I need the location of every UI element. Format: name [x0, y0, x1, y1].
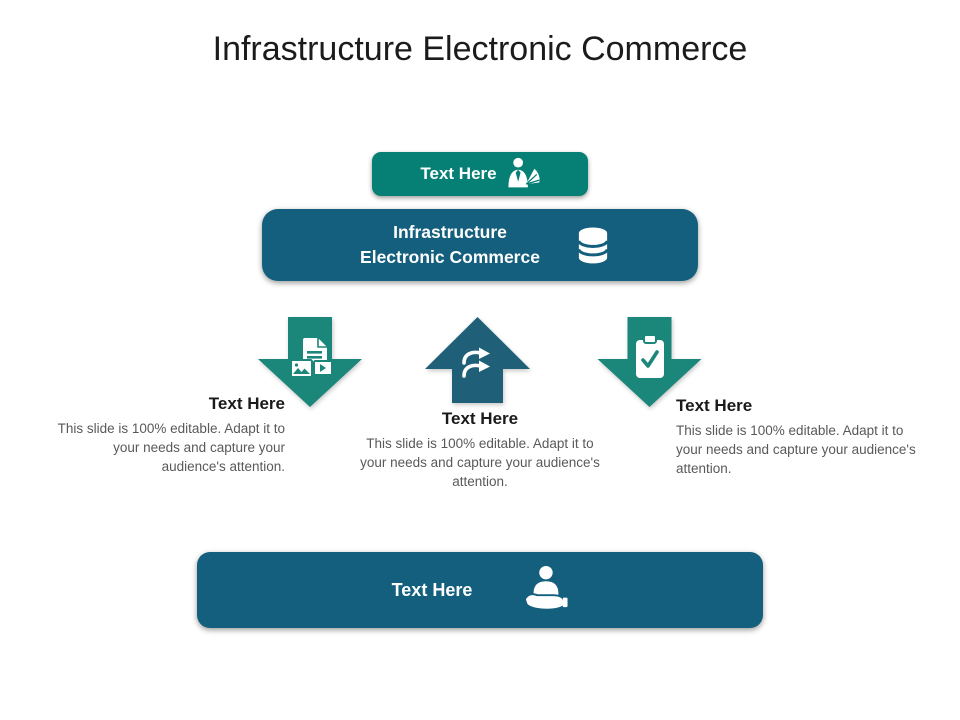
step-arrow-right[interactable]	[597, 317, 702, 407]
shuffle-arrows-icon	[456, 343, 498, 390]
slide-title: Infrastructure Electronic Commerce	[212, 30, 748, 68]
step-heading: Text Here	[208, 394, 285, 413]
banner-line2: Electronic Commerce	[360, 247, 540, 267]
top-button-label: Text Here	[420, 164, 497, 183]
banner-line1: Infrastructure	[393, 222, 507, 242]
step-heading: Text Here	[676, 396, 753, 415]
businessman-money-icon	[506, 156, 540, 193]
media-files-icon	[290, 337, 334, 390]
top-text-here-button[interactable]: Text Here	[372, 152, 588, 196]
step-body: This slide is 100% editable. Adapt it to…	[360, 436, 600, 490]
step-body: This slide is 100% editable. Adapt it to…	[676, 423, 916, 477]
main-banner[interactable]: Infrastructure Electronic Commerce	[262, 209, 698, 281]
bottom-bar-label: Text Here	[391, 579, 473, 600]
banner-text: Infrastructure Electronic Commerce	[262, 209, 698, 281]
hand-holding-person-icon	[522, 563, 568, 618]
step-arrow-left[interactable]	[258, 317, 362, 407]
step-text-middle: Text Here This slide is 100% editable. A…	[353, 409, 607, 491]
step-body: This slide is 100% editable. Adapt it to…	[57, 421, 285, 475]
step-text-right: Text Here This slide is 100% editable. A…	[676, 396, 921, 478]
step-text-left: Text Here This slide is 100% editable. A…	[50, 394, 285, 476]
clipboard-check-icon	[635, 334, 665, 385]
step-arrow-middle[interactable]	[425, 317, 530, 403]
bottom-text-here-bar[interactable]: Text Here	[197, 552, 763, 628]
step-heading: Text Here	[441, 409, 519, 428]
database-icon	[577, 227, 609, 269]
